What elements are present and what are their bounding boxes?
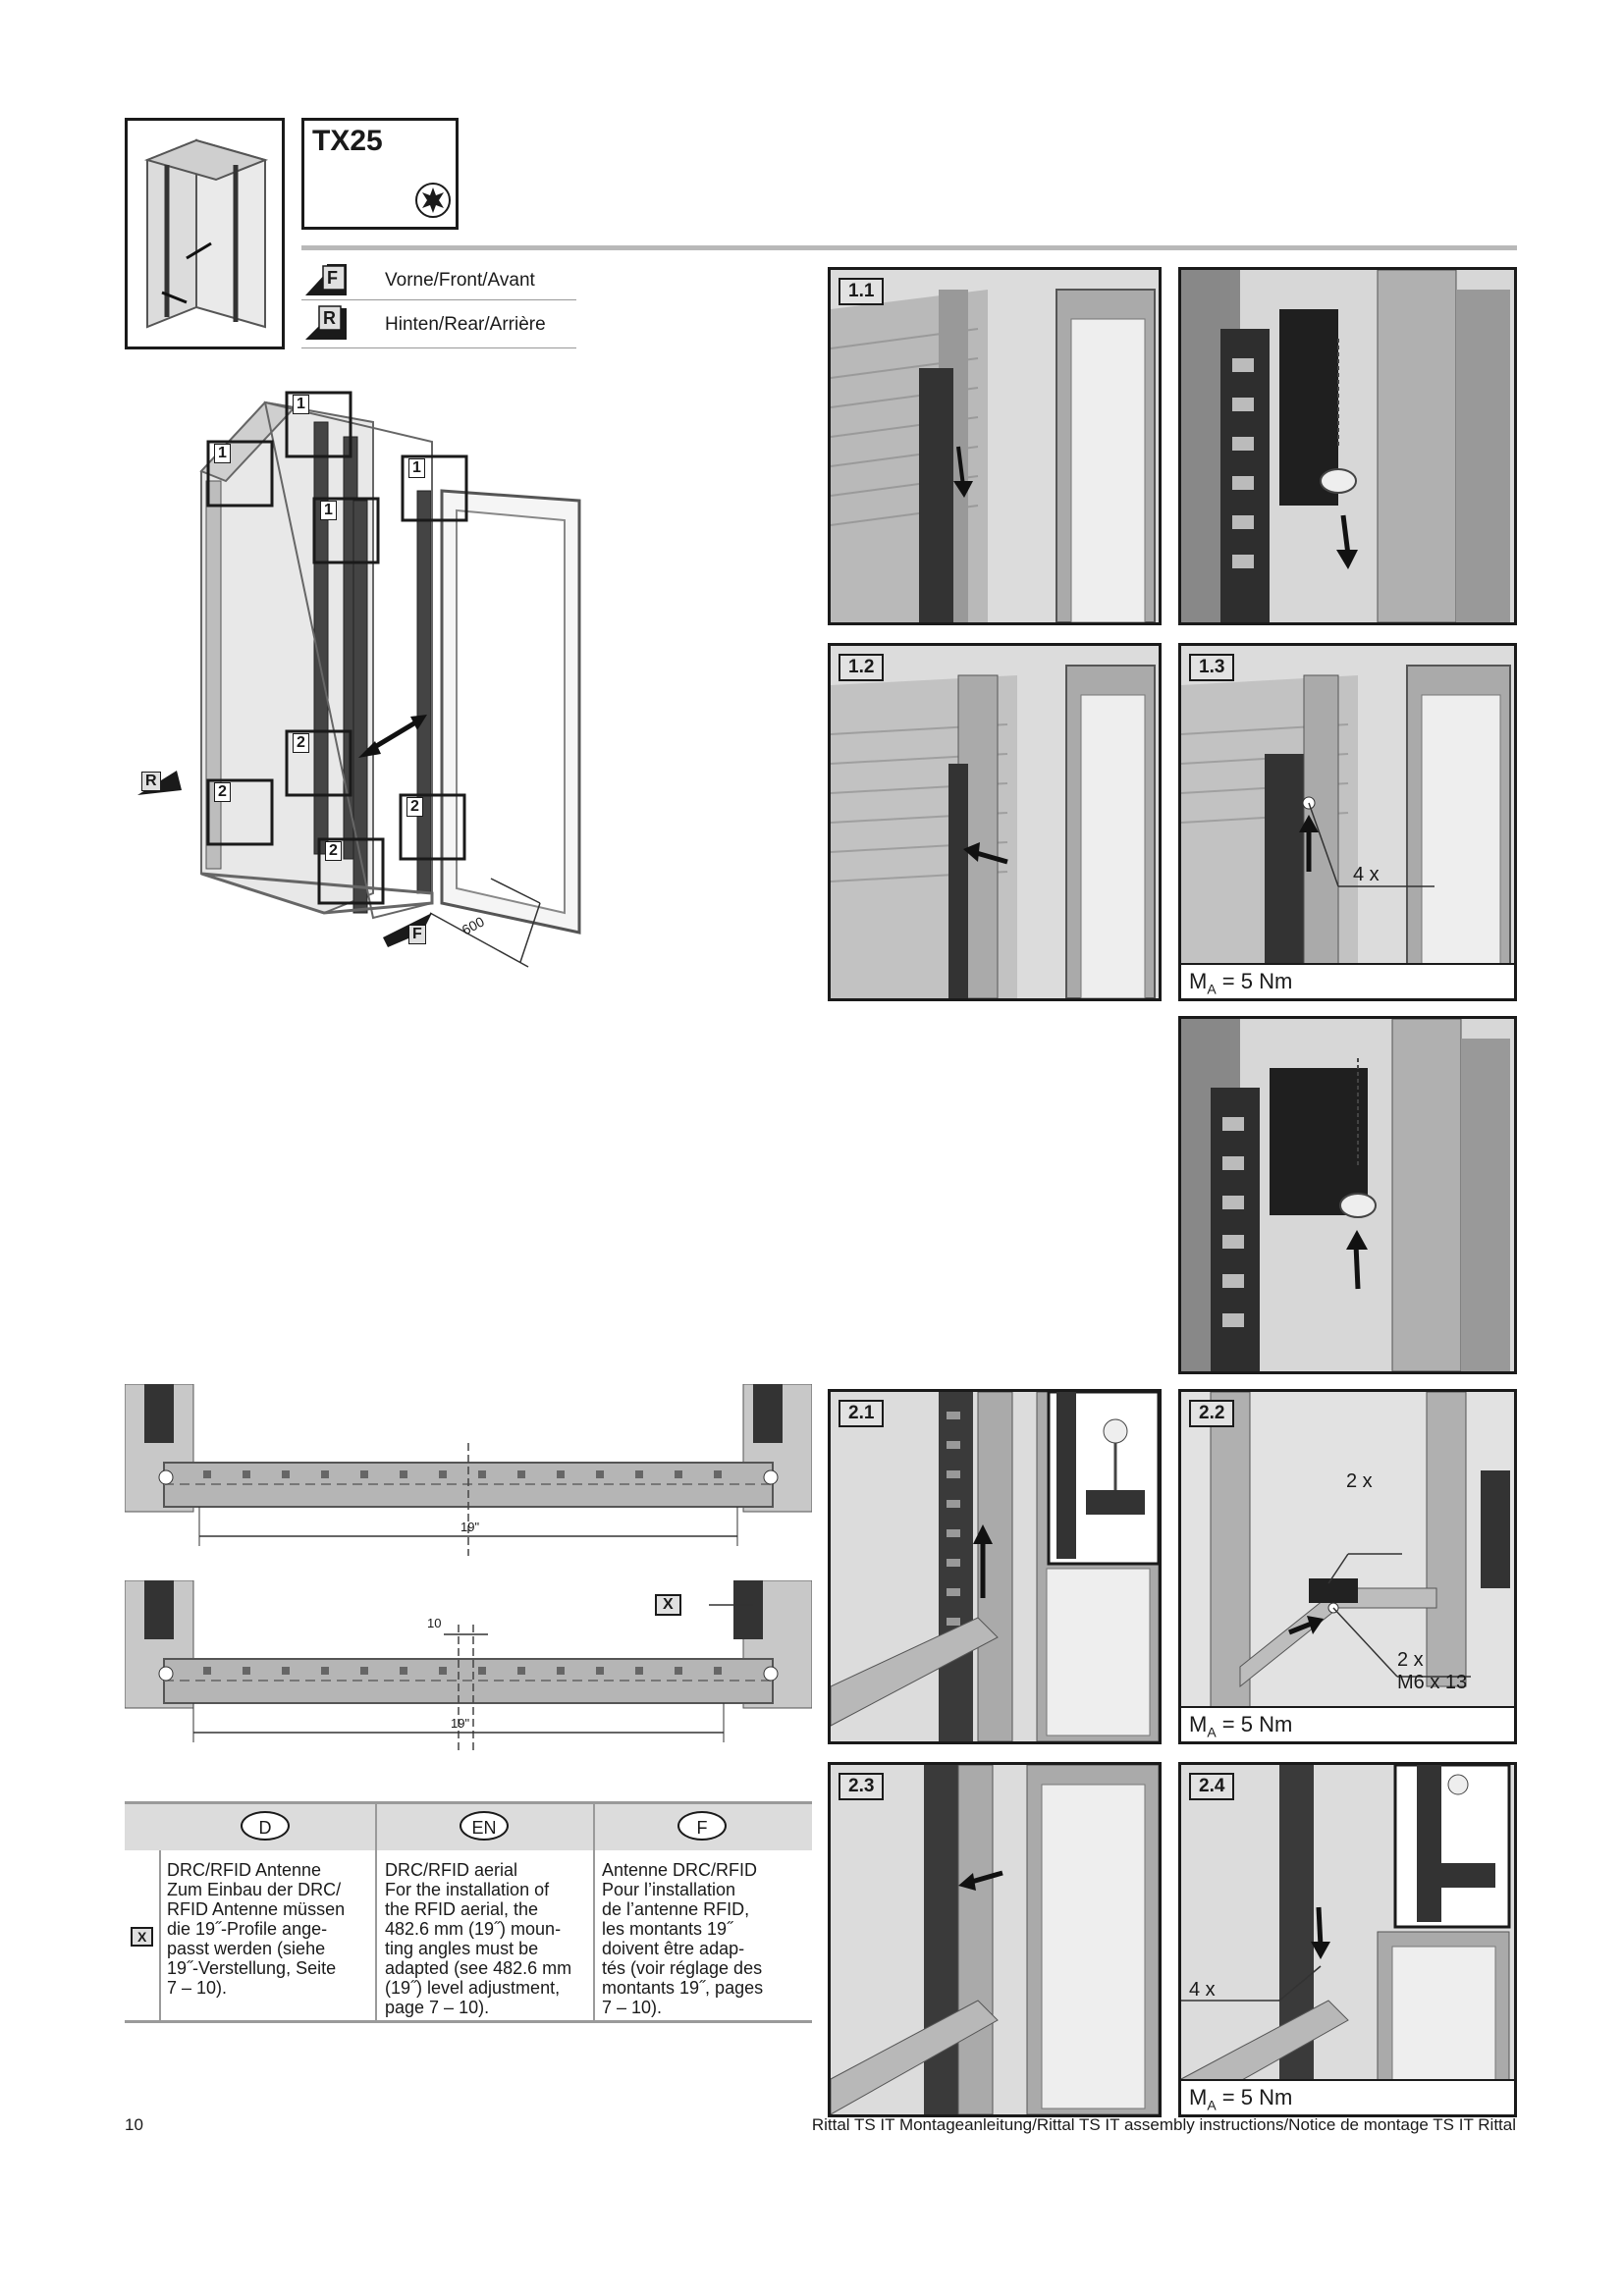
step-2-3-panel: 2.3 (828, 1762, 1162, 2117)
step-1-3-detail-panel (1178, 1016, 1517, 1374)
callout-2-c: 2 (406, 797, 423, 817)
step-1-3-torque: MA = 5 Nm (1181, 963, 1514, 998)
callout-1-b: 1 (293, 395, 309, 414)
cabinet-thumbnail-drawing (143, 138, 269, 329)
torx-star-icon (415, 183, 451, 218)
step-2-2-panel: 2.2 2 x 2 x M6 x 13 MA = 5 Nm (1178, 1389, 1517, 1744)
step-1-3-torque-main: M (1189, 969, 1208, 993)
table-cell-de: DRC/RFID Antenne Zum Einbau der DRC/ RFI… (167, 1860, 346, 1998)
lang-badge-fr: F (677, 1811, 727, 1841)
badge-rear: R (141, 772, 161, 791)
step-2-2-count-bottom: 2 x (1397, 1649, 1424, 1671)
rear-arrow-icon (305, 305, 347, 340)
table-top-rule (125, 1801, 812, 1804)
header-rule (301, 245, 1517, 250)
step-2-4-panel: 2.4 4 x MA = 5 Nm (1178, 1762, 1517, 2117)
legend-front: F Vorne/Front/Avant (301, 260, 576, 300)
legend-rear: R Hinten/Rear/Arrière (301, 304, 576, 348)
step-1-1-label: 1.1 (839, 278, 885, 305)
rail-x-badge: X (655, 1594, 681, 1616)
step-2-4-torque: MA = 5 Nm (1181, 2079, 1514, 2114)
badge-front: F (408, 925, 426, 944)
step-1-3-torque-value: = 5 Nm (1216, 969, 1293, 993)
legend-rear-badge: R (323, 308, 336, 328)
step-1-3-count: 4 x (1353, 864, 1380, 885)
step-2-2-drawing (1181, 1392, 1514, 1741)
step-2-3-label: 2.3 (839, 1773, 885, 1800)
table-separator-1 (159, 1850, 161, 2022)
table-separator-3 (593, 1801, 595, 2022)
cabinet-overview-drawing (137, 391, 581, 968)
rail-diagram-top-drawing (125, 1384, 812, 1556)
cabinet-overview: 1 1 1 1 2 2 2 2 R F 600 (118, 383, 707, 972)
lang-badge-en: EN (460, 1811, 509, 1841)
callout-2-d: 2 (325, 841, 342, 861)
step-1-3-label: 1.3 (1189, 654, 1235, 681)
step-1-3-panel: 1.3 4 x MA = 5 Nm (1178, 643, 1517, 1001)
step-2-2-torque-sub: A (1207, 1724, 1217, 1740)
cabinet-thumbnail (125, 118, 285, 349)
step-1-1-detail-panel (1178, 267, 1517, 625)
step-2-4-torque-main: M (1189, 2085, 1208, 2109)
tool-box: TX25 (301, 118, 459, 230)
page-number: 10 (125, 2115, 143, 2134)
step-2-2-torque-value: = 5 Nm (1216, 1712, 1293, 1736)
step-2-3-drawing (831, 1765, 1159, 2114)
step-2-4-drawing (1181, 1765, 1514, 2114)
step-2-1-label: 2.1 (839, 1400, 885, 1427)
step-1-3-torque-sub: A (1207, 981, 1217, 997)
table-separator-2 (375, 1801, 377, 2022)
rail-top-dimension: 19" (460, 1520, 480, 1534)
tool-label: TX25 (312, 125, 383, 157)
front-arrow-icon (305, 264, 347, 295)
step-1-1-drawing (831, 270, 1159, 622)
step-2-2-torque: MA = 5 Nm (1181, 1706, 1514, 1741)
document-title: Rittal TS IT Montageanleitung/Rittal TS … (811, 2115, 1516, 2134)
callout-2-a: 2 (293, 733, 309, 753)
step-2-4-torque-sub: A (1207, 2097, 1217, 2113)
step-2-2-count-top: 2 x (1346, 1470, 1373, 1492)
rail-diagram-bottom-drawing (125, 1580, 812, 1752)
table-bottom-rule (125, 2020, 812, 2023)
rail-diagram-top: 19" (125, 1384, 812, 1561)
step-1-3-drawing (1181, 646, 1514, 998)
callout-2-b: 2 (214, 782, 231, 802)
step-1-1-detail-drawing (1181, 270, 1514, 622)
step-2-4-label: 2.4 (1189, 1773, 1235, 1800)
callout-1-d: 1 (320, 501, 337, 520)
step-2-1-drawing (831, 1392, 1159, 1741)
legend-front-badge: F (327, 268, 338, 288)
step-2-2-label: 2.2 (1189, 1400, 1235, 1427)
rail-offset-dimension: 10 (427, 1616, 442, 1630)
step-1-2-label: 1.2 (839, 654, 885, 681)
legend-rear-label: Hinten/Rear/Arrière (385, 314, 546, 335)
step-1-2-drawing (831, 646, 1159, 998)
table-cell-fr: Antenne DRC/RFID Pour l’installation de … (602, 1860, 764, 2017)
lang-badge-de: D (241, 1811, 290, 1841)
step-2-2-torque-main: M (1189, 1712, 1208, 1736)
table-row-marker: X (131, 1927, 154, 1947)
step-1-3-detail-drawing (1181, 1019, 1514, 1371)
step-2-4-count: 4 x (1189, 1979, 1216, 2001)
step-2-1-panel: 2.1 (828, 1389, 1162, 1744)
legend-front-label: Vorne/Front/Avant (385, 270, 535, 291)
step-1-1-panel: 1.1 (828, 267, 1162, 625)
table-cell-en: DRC/RFID aerial For the installation of … (385, 1860, 572, 2017)
step-2-2-screw: M6 x 13 (1397, 1672, 1468, 1693)
rail-diagram-bottom: 10 19" X (125, 1580, 812, 1757)
step-1-2-panel: 1.2 (828, 643, 1162, 1001)
callout-1-c: 1 (408, 458, 425, 478)
rail-bottom-dimension: 19" (451, 1716, 470, 1731)
callout-1-a: 1 (214, 444, 231, 463)
step-2-4-torque-value: = 5 Nm (1216, 2085, 1293, 2109)
